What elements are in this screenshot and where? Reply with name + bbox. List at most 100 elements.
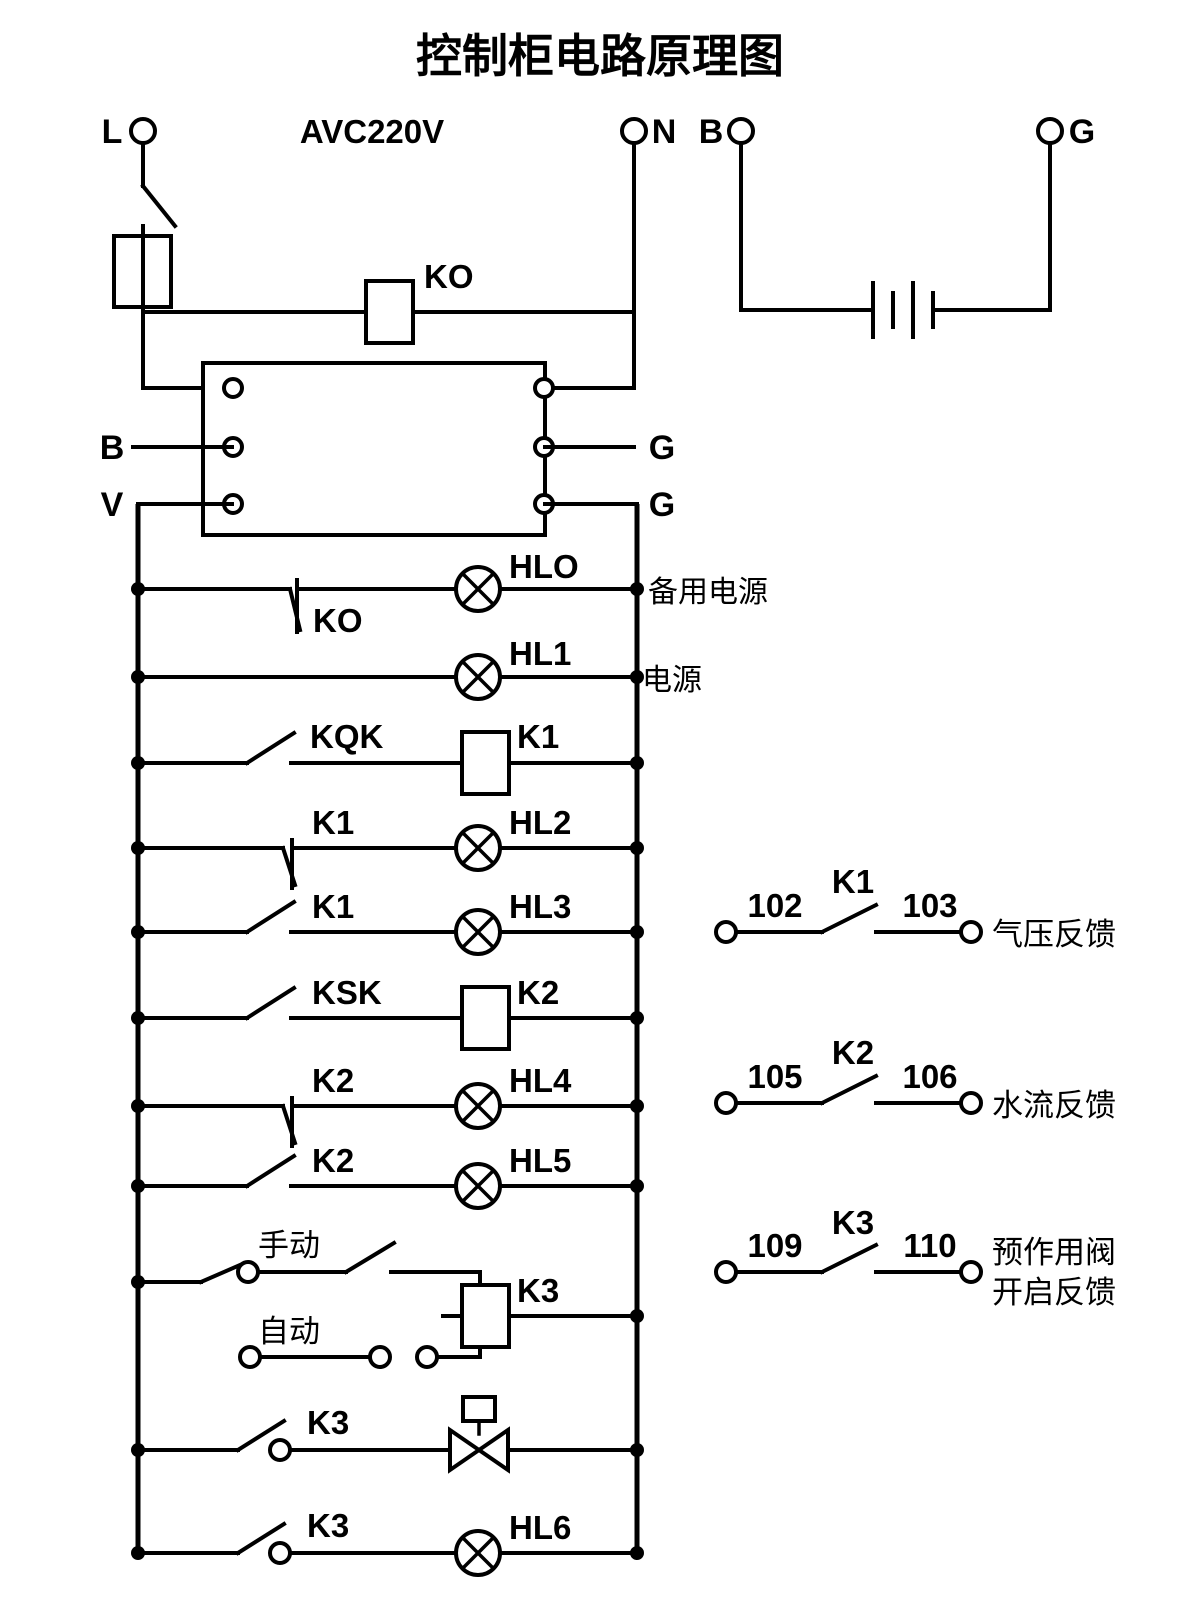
rung11-device-label: HL6 bbox=[509, 1509, 571, 1546]
rung9-auto-terminal-2 bbox=[368, 1345, 392, 1369]
fb3-contact-blade bbox=[819, 1242, 879, 1275]
rung9-manual-label: 手动 bbox=[258, 1228, 320, 1263]
rung1-device-label: HLO bbox=[509, 548, 579, 585]
rung10-junction-left bbox=[131, 1443, 145, 1457]
tb-left-label-b: B bbox=[100, 429, 125, 467]
rung6-junction-left bbox=[131, 1011, 145, 1025]
fb3-description-line2: 开启反馈 bbox=[992, 1275, 1116, 1310]
relay-ko-label: KO bbox=[424, 258, 474, 295]
rung1-junction-right bbox=[630, 582, 644, 596]
rung2-junction-left bbox=[131, 670, 145, 684]
fb1-contact-label: K1 bbox=[832, 863, 874, 900]
relay-k2-coil bbox=[460, 985, 511, 1051]
relay-k3-coil bbox=[460, 1283, 511, 1349]
valve-triangle-right bbox=[475, 1426, 510, 1474]
rung11-contact-terminal bbox=[268, 1541, 292, 1565]
lamp-hl2-x2 bbox=[460, 830, 496, 866]
fb1-terminal-left bbox=[714, 920, 738, 944]
rung10-contact-label: K3 bbox=[307, 1404, 349, 1441]
rung5-junction-right bbox=[630, 925, 644, 939]
fb2-right-number: 106 bbox=[902, 1058, 957, 1095]
rung9-manual-terminal bbox=[236, 1260, 260, 1284]
rung5-contact-blade bbox=[244, 899, 297, 935]
terminal-block-body bbox=[201, 361, 547, 537]
fb3-left-number: 109 bbox=[747, 1227, 802, 1264]
rung8-device-label: HL5 bbox=[509, 1142, 571, 1179]
rung10-contact-blade bbox=[235, 1418, 287, 1453]
terminal-g-label: G bbox=[1069, 113, 1095, 151]
rung10-contact-terminal bbox=[268, 1438, 292, 1462]
fb1-terminal-right bbox=[959, 920, 983, 944]
terminal-g-circle bbox=[1036, 117, 1064, 145]
main-switch-blade bbox=[140, 183, 178, 229]
fb2-contact-blade bbox=[819, 1073, 879, 1106]
rung6-contact-label: KSK bbox=[312, 974, 382, 1011]
tb-terminal-right-1 bbox=[533, 377, 555, 399]
tb-right-label-g1: G bbox=[649, 429, 675, 467]
rung7-device-label: HL4 bbox=[509, 1062, 572, 1099]
fb3-terminal-right bbox=[959, 1260, 983, 1284]
page-title: 控制柜电路原理图 bbox=[416, 31, 784, 82]
rung2-note: 电源 bbox=[642, 664, 702, 697]
fb1-left-number: 102 bbox=[747, 887, 802, 924]
fb3-description-line1: 预作用阀 bbox=[992, 1235, 1116, 1270]
fb3-right-number: 110 bbox=[903, 1227, 956, 1264]
tb-left-label-v: V bbox=[101, 486, 124, 524]
rung1-junction-left bbox=[131, 582, 145, 596]
rung6-device-label: K2 bbox=[517, 974, 559, 1011]
lamp-hl3-x2 bbox=[460, 914, 496, 950]
terminal-l-circle bbox=[129, 117, 157, 145]
lamp-hl5-x2 bbox=[460, 1168, 496, 1204]
rung5-device-label: HL3 bbox=[509, 888, 571, 925]
rung1-note: 备用电源 bbox=[648, 576, 768, 609]
rung11-contact-blade bbox=[235, 1521, 287, 1556]
rung2-junction-right bbox=[630, 670, 644, 684]
lamp-hlo-x2 bbox=[460, 571, 496, 607]
rung9-auto-terminal-3 bbox=[415, 1345, 439, 1369]
tb-right-label-g2: G bbox=[649, 486, 675, 524]
rung6-contact-blade bbox=[244, 985, 297, 1021]
fb2-terminal-left bbox=[714, 1091, 738, 1115]
lamp-hl6-x2 bbox=[460, 1535, 496, 1571]
valve-triangle-left bbox=[448, 1426, 483, 1474]
fb3-terminal-left bbox=[714, 1260, 738, 1284]
rung8-contact-blade bbox=[244, 1153, 297, 1189]
rung3-junction-right bbox=[630, 756, 644, 770]
rung11-junction-left bbox=[131, 1546, 145, 1560]
rung9-manual-blade2 bbox=[343, 1240, 397, 1275]
rung3-contact-blade bbox=[244, 730, 297, 766]
rung10-junction-right bbox=[630, 1443, 644, 1457]
rung8-junction-left bbox=[131, 1179, 145, 1193]
rung3-device-label: K1 bbox=[517, 718, 559, 755]
terminal-b-circle bbox=[727, 117, 755, 145]
rung1-contact-label: KO bbox=[313, 602, 363, 639]
tb-terminal-left-1 bbox=[222, 377, 244, 399]
valve-actuator-box bbox=[461, 1395, 497, 1423]
rung11-contact-label: K3 bbox=[307, 1507, 349, 1544]
fb1-contact-blade bbox=[819, 902, 879, 935]
rung7-junction-right bbox=[630, 1099, 644, 1113]
rung3-junction-left bbox=[131, 756, 145, 770]
fb2-left-number: 105 bbox=[747, 1058, 802, 1095]
rung8-junction-right bbox=[630, 1179, 644, 1193]
terminal-n-label: N bbox=[652, 113, 677, 151]
rung3-contact-label: KQK bbox=[310, 718, 384, 755]
rung2-device-label: HL1 bbox=[509, 635, 571, 672]
rung9-device-label: K3 bbox=[517, 1272, 559, 1309]
terminal-b-label: B bbox=[699, 113, 724, 151]
rung6-junction-right bbox=[630, 1011, 644, 1025]
rung11-junction-right bbox=[630, 1546, 644, 1560]
lamp-hl1-x2 bbox=[460, 659, 496, 695]
rung4-contact-label: K1 bbox=[312, 804, 354, 841]
rung7-junction-left bbox=[131, 1099, 145, 1113]
rung9-junction-left bbox=[131, 1275, 145, 1289]
terminal-n-circle bbox=[620, 117, 648, 145]
fb3-contact-label: K3 bbox=[832, 1204, 874, 1241]
rung8-contact-label: K2 bbox=[312, 1142, 354, 1179]
rung9-auto-label: 自动 bbox=[258, 1314, 320, 1349]
rung9-manual-blade bbox=[198, 1262, 243, 1285]
rung4-device-label: HL2 bbox=[509, 804, 571, 841]
fb1-right-number: 103 bbox=[902, 887, 957, 924]
lamp-hl4-x2 bbox=[460, 1088, 496, 1124]
